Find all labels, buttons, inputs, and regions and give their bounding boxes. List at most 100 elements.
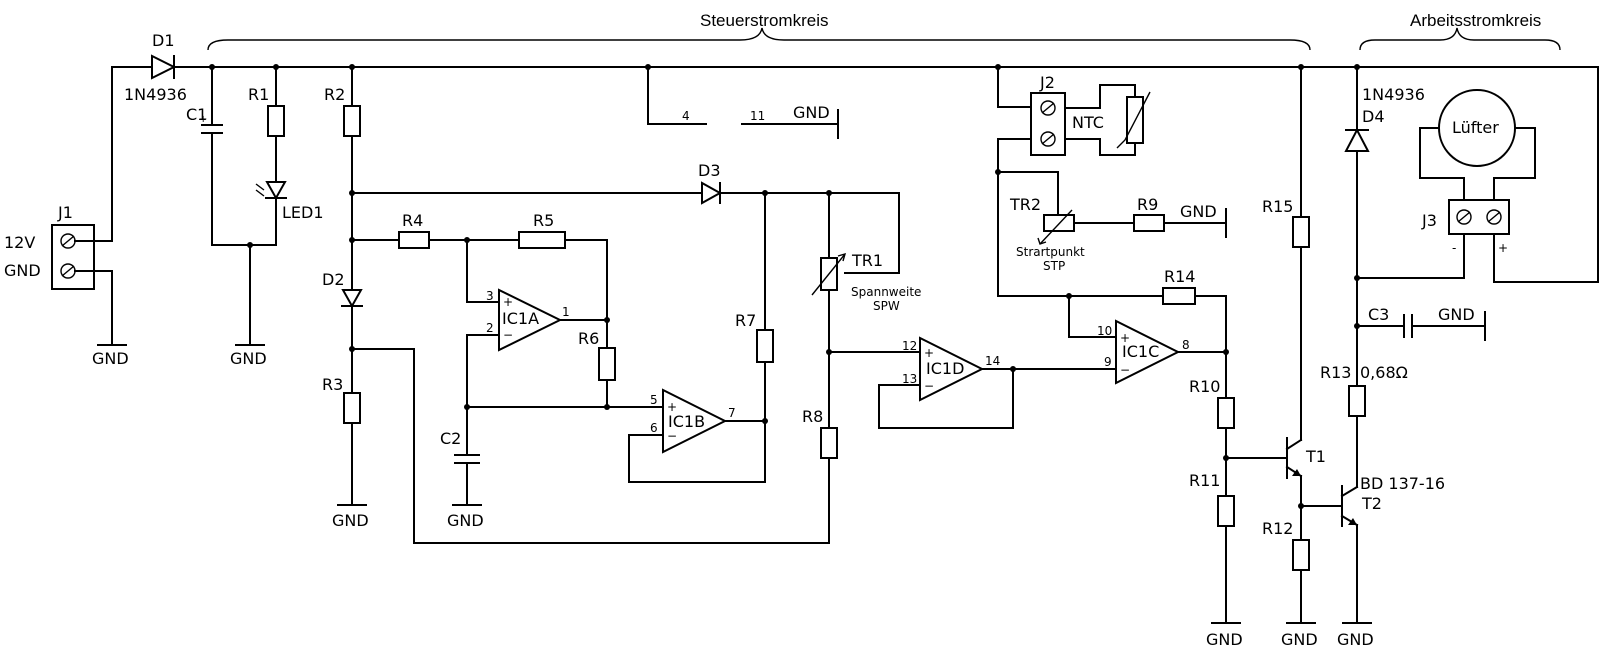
d1-ref: D1 — [152, 31, 175, 50]
j3-plus: + — [1498, 241, 1508, 255]
ic1d-pin-plus: 12 — [902, 339, 917, 353]
svg-text:+: + — [924, 346, 934, 360]
tr2-name: Strartpunkt — [1016, 245, 1085, 259]
ic1b-pin-plus: 5 — [650, 393, 658, 407]
gnd-label: GND — [1180, 202, 1217, 221]
control-circuit-title: Steuerstromkreis — [700, 11, 828, 30]
svg-text:−: − — [1120, 363, 1130, 377]
capacitor-c1: + — [199, 66, 277, 246]
tr2-abbr: STP — [1043, 259, 1065, 273]
load-circuit-title: Arbeitsstromkreis — [1410, 11, 1541, 30]
junction — [645, 64, 651, 70]
transistor-t2 — [1300, 485, 1372, 624]
ic1b-pin-minus: 6 — [650, 421, 658, 435]
svg-text:+: + — [1120, 331, 1130, 345]
junction — [1010, 366, 1016, 372]
led1-ref: LED1 — [282, 203, 324, 222]
resistor-r8 — [820, 427, 838, 459]
resistor-r4 — [351, 231, 520, 249]
tr1-ref: TR1 — [851, 251, 883, 270]
d2-ref: D2 — [322, 270, 345, 289]
fan-motor — [1419, 89, 1536, 201]
r1-ref: R1 — [248, 85, 269, 104]
ic1c-pin-out: 8 — [1182, 338, 1190, 352]
gnd-label: GND — [447, 511, 484, 530]
resistor-r9 — [1133, 208, 1227, 238]
ic1d-pin-minus: 13 — [902, 372, 917, 386]
diode-d2 — [341, 289, 363, 394]
svg-text:+: + — [199, 114, 207, 125]
tr1-name: Spannweite — [851, 285, 921, 299]
resistor-r3 — [337, 392, 367, 506]
opamp-supply-pins — [647, 66, 839, 139]
resistor-r1 — [267, 66, 285, 181]
c2-ref: C2 — [440, 429, 461, 448]
resistor-r6 — [598, 347, 616, 408]
r5-ref: R5 — [533, 211, 554, 230]
supply-pin-4: 4 — [682, 109, 690, 123]
j3-minus: - — [1452, 241, 1456, 255]
r14-ref: R14 — [1164, 267, 1195, 286]
ic1a-ref: IC1A — [502, 309, 539, 328]
opamp-ic1b: + − — [628, 388, 766, 483]
d1-part: 1N4936 — [124, 85, 187, 104]
potentiometer-tr2 — [997, 171, 1135, 245]
gnd-label: GND — [1337, 630, 1374, 649]
ic1d-ref: IC1D — [926, 359, 964, 378]
opamp-ic1d: + − — [828, 336, 1117, 429]
load-circuit-brace — [1359, 27, 1561, 51]
resistor-r12 — [1286, 539, 1316, 624]
diode-d1 — [151, 54, 177, 80]
connector-j1 — [51, 66, 127, 346]
junction — [349, 64, 355, 70]
ic1c-pin-plus: 10 — [1097, 324, 1112, 338]
resistor-r7 — [756, 192, 774, 483]
r11-ref: R11 — [1189, 471, 1220, 490]
ic1a-pin-minus: 2 — [486, 321, 494, 335]
t2-part: BD 137-16 — [1360, 474, 1445, 493]
junction — [247, 242, 253, 248]
r13-value: 0,68Ω — [1360, 363, 1408, 382]
junction — [1298, 64, 1304, 70]
junction — [464, 404, 470, 410]
ic1b-ref: IC1B — [668, 412, 705, 431]
connector-j3 — [1356, 199, 1599, 283]
tr1-abbr: SPW — [873, 299, 900, 313]
diode-d4 — [1344, 66, 1370, 387]
resistor-r10 — [1217, 397, 1235, 497]
svg-text:+: + — [503, 295, 513, 309]
r2-ref: R2 — [324, 85, 345, 104]
ntc-label: NTC — [1072, 113, 1104, 132]
j1-ref: J1 — [57, 203, 73, 222]
t2-ref: T2 — [1361, 494, 1382, 513]
r3-ref: R3 — [322, 375, 343, 394]
svg-text:−: − — [924, 379, 934, 393]
j2-ref: J2 — [1039, 73, 1055, 92]
gnd-label: GND — [1438, 305, 1475, 324]
ic1a-pin-out: 1 — [562, 305, 570, 319]
junction — [209, 64, 215, 70]
gnd-label: GND — [92, 349, 129, 368]
ic1a-pin-plus: 3 — [486, 289, 494, 303]
led-led1 — [255, 181, 287, 246]
tr2-ref: TR2 — [1009, 195, 1041, 214]
junction — [604, 317, 610, 323]
svg-text:+: + — [667, 400, 677, 414]
resistor-r14 — [1162, 287, 1227, 399]
r13-ref: R13 — [1320, 363, 1351, 382]
r8-ref: R8 — [802, 407, 823, 426]
j1-pin2-label: GND — [4, 261, 41, 280]
r7-ref: R7 — [735, 311, 756, 330]
gnd-label: GND — [1206, 630, 1243, 649]
r4-ref: R4 — [402, 211, 423, 230]
resistor-r15 — [1292, 66, 1310, 248]
gnd-label: GND — [1281, 630, 1318, 649]
resistor-r5 — [518, 231, 608, 349]
gnd-label: GND — [230, 349, 267, 368]
transistor-t1 — [1225, 246, 1303, 541]
junction — [273, 64, 279, 70]
r9-ref: R9 — [1137, 195, 1158, 214]
resistor-r13 — [1348, 385, 1366, 488]
junction — [604, 404, 610, 410]
diode-d3 — [351, 181, 900, 274]
